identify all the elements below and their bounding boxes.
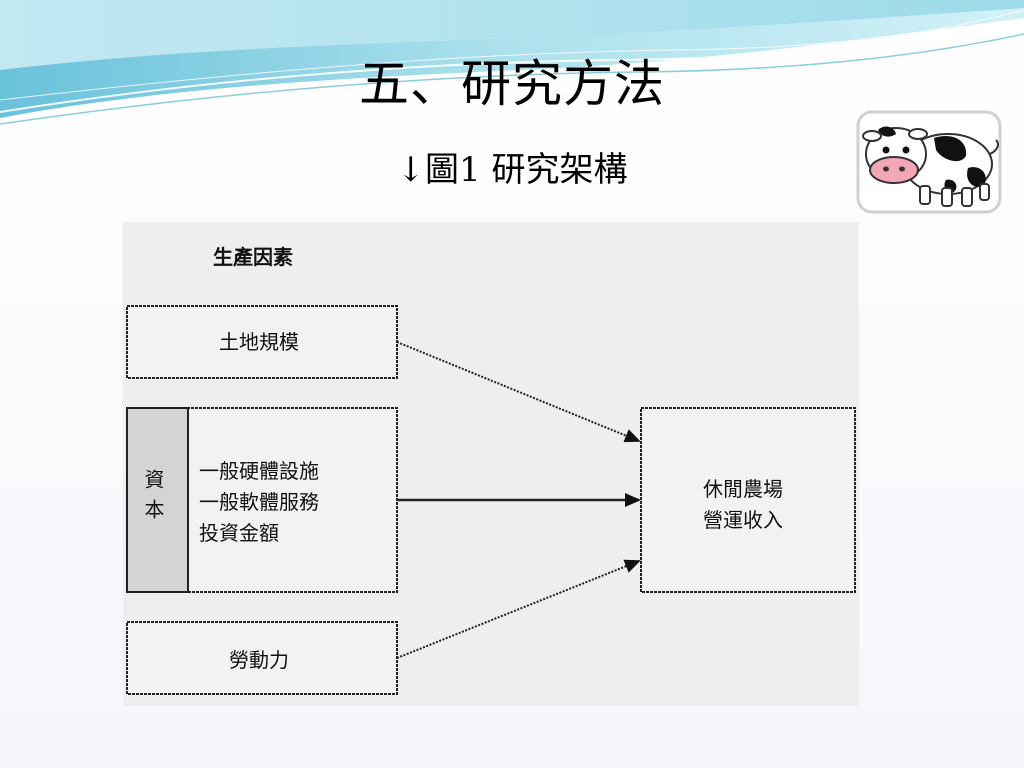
land-scale-label: 土地規模 — [219, 330, 299, 354]
capital-side-panel — [126, 407, 189, 593]
outcome-label: 休閒農場 營運收入 — [703, 474, 783, 536]
diagram-shapes — [126, 305, 856, 695]
capital-item: 一般軟體服務 — [199, 490, 319, 514]
arrow-labor-to-outcome — [396, 559, 641, 659]
research-framework-diagram: 生產因素 土地規模 資本 一般硬體設施 一般軟體服務 投資金額 勞動力 休閒農場… — [123, 222, 859, 706]
production-factors-label: 生產因素 — [213, 245, 293, 269]
capital-item: 一般硬體設施 — [199, 459, 319, 483]
slide-title: 五、研究方法 — [359, 55, 665, 113]
capital-item: 投資金額 — [199, 521, 279, 545]
labor-label: 勞動力 — [229, 648, 289, 672]
outcome-box — [640, 407, 856, 593]
cow-icon — [856, 110, 1002, 214]
capital-items: 一般硬體設施 一般軟體服務 投資金額 — [199, 456, 319, 549]
capital-side-label: 資本 — [141, 469, 165, 529]
figure-caption: ↓圖1 研究架構 — [396, 150, 628, 190]
outcome-line: 休閒農場 — [703, 477, 783, 501]
land-box — [126, 305, 398, 379]
header-wave-decoration — [0, 0, 1024, 125]
outcome-line: 營運收入 — [703, 508, 783, 532]
arrow-land-to-outcome — [396, 341, 641, 443]
